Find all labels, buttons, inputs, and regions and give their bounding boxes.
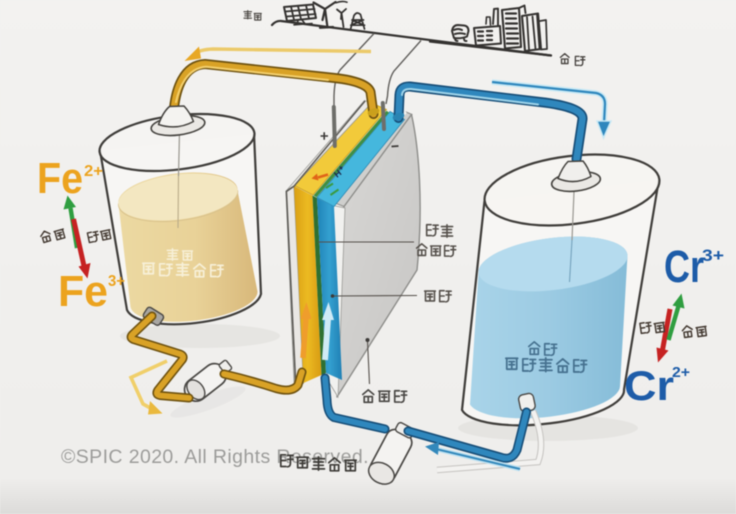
svg-text:Fe: Fe [58, 267, 108, 316]
svg-text:Fe: Fe [37, 154, 83, 203]
svg-text:Cr: Cr [664, 241, 704, 292]
svg-text:H: H [332, 168, 343, 180]
svg-text:©SPIC 2020. All Rights Reserve: ©SPIC 2020. All Rights Reserved. [61, 446, 369, 468]
svg-text:2+: 2+ [672, 364, 690, 381]
svg-text:Cr: Cr [624, 362, 674, 409]
svg-text:2+: 2+ [84, 163, 103, 180]
svg-text:3+: 3+ [108, 273, 125, 290]
svg-text:3+: 3+ [702, 246, 724, 265]
